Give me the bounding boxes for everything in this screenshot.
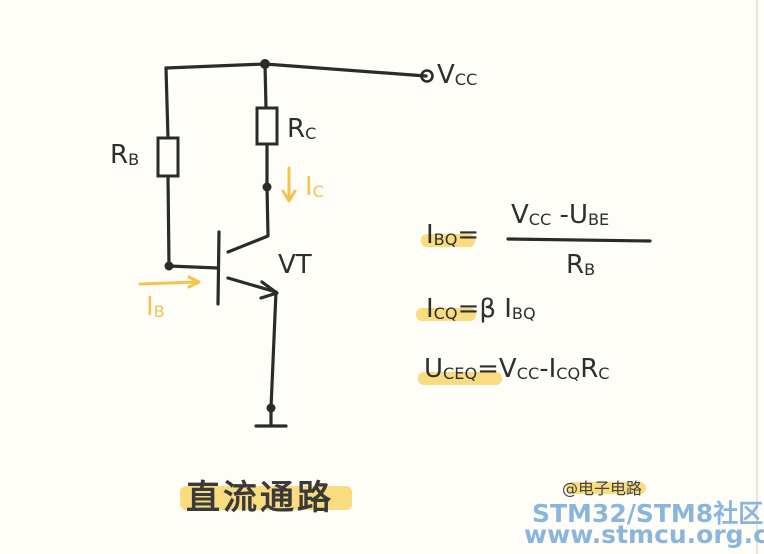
title-highlight: [180, 486, 352, 510]
rc-upper-wire: [263, 62, 268, 110]
ic-label: IC: [305, 172, 324, 202]
uceq-formula: UCEQ=VCC-ICQRC: [424, 354, 610, 384]
ib-arrow-icon: [138, 275, 201, 289]
ib-label: IB: [146, 292, 165, 322]
icq-formula: ICQ=β IBQ: [426, 294, 536, 324]
watermark-line2: www.stmcu.org.cn: [524, 520, 764, 549]
rb-lower-wire: [166, 174, 220, 270]
vcc-terminal: [420, 69, 434, 83]
ibq-numerator: VCC -UBE: [511, 200, 610, 230]
ibq-highlight: [421, 234, 475, 247]
credit-highlight: [566, 482, 646, 494]
watermark-line1: STM32/STM8社区: [532, 499, 764, 528]
fraction-bar: [506, 237, 652, 243]
vt-label: VT: [278, 250, 312, 280]
transistor-base-bar: [216, 230, 221, 306]
emitter-lead: [226, 276, 278, 294]
uceq-highlight: [418, 372, 502, 385]
ibq-denominator: RB: [566, 250, 596, 280]
vcc-label: VCC: [437, 60, 478, 90]
ic-arrow-icon: [281, 166, 297, 203]
author-credit: @电子电路: [562, 479, 643, 498]
rb-upper-wire: [164, 66, 170, 140]
rb-label: RB: [110, 140, 140, 170]
top-rail-wire: [164, 62, 428, 78]
base-node: [164, 261, 174, 271]
diagram-title: 直流通路: [186, 478, 334, 518]
rb-resistor: [156, 136, 180, 178]
page-edge-line: [756, 0, 758, 554]
collector-node: [262, 182, 272, 192]
rc-label: RC: [287, 114, 317, 144]
collector-wire: [226, 142, 270, 254]
ibq-lhs: IBQ=: [426, 220, 480, 250]
icq-highlight: [416, 308, 476, 321]
emitter-node: [266, 403, 276, 413]
rc-resistor: [255, 106, 279, 146]
